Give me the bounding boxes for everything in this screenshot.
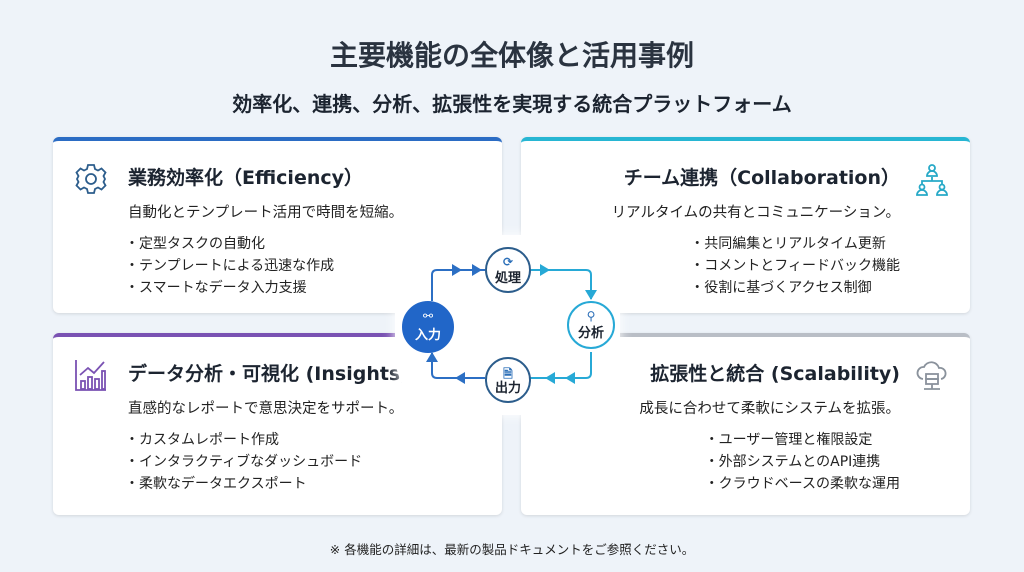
search-icon: ⚲ [586, 309, 596, 323]
document-icon: 🗎 [503, 367, 513, 381]
card-title: 業務効率化（Efficiency） [128, 167, 364, 189]
page-subtitle: 効率化、連携、分析、拡張性を実現する統合プラットフォーム [232, 92, 792, 116]
bullet-item: ・定型タスクの自動化 [125, 236, 265, 252]
chart-icon [75, 360, 106, 391]
card-title: データ分析・可視化 (Insights) [128, 363, 409, 385]
team-icon [916, 164, 948, 196]
bullet-item: ・外部システムとのAPI連携 [704, 454, 881, 470]
card-description: 直感的なレポートで意思決定をサポート。 [128, 401, 404, 417]
cycle-node-output: 🗎 出力 [485, 357, 531, 403]
card-bullets: ・ユーザー管理と権限設定 ・外部システムとのAPI連携 ・クラウドベースの柔軟な… [705, 429, 900, 495]
page-title: 主要機能の全体像と活用事例 [329, 39, 694, 72]
card-bullets: ・定型タスクの自動化 ・テンプレートによる迅速な作成 ・スマートなデータ入力支援 [125, 233, 334, 299]
bullet-item: ・役割に基づくアクセス制御 [690, 280, 872, 296]
cycle-node-input: ⚯ 入力 [402, 301, 454, 353]
card-bullets: ・共同編集とリアルタイム更新 ・コメントとフィードバック機能 ・役割に基づくアク… [690, 233, 900, 299]
bullet-item: ・共同編集とリアルタイム更新 [690, 236, 886, 252]
gear-icon [75, 164, 107, 194]
bullet-item: ・ユーザー管理と権限設定 [704, 432, 873, 448]
cloud-server-icon [916, 361, 947, 390]
bullet-item: ・テンプレートによる迅速な作成 [125, 258, 335, 274]
bullet-item: ・スマートなデータ入力支援 [125, 280, 307, 296]
bullet-item: ・コメントとフィードバック機能 [690, 258, 900, 274]
cycle-node-process: ⟳ 処理 [485, 247, 531, 293]
bullet-item: ・カスタムレポート作成 [125, 432, 279, 448]
card-title: 拡張性と統合 (Scalability) [650, 363, 900, 385]
card-title: チーム連携（Collaboration） [623, 167, 900, 189]
card-description: リアルタイムの共有とコミュニケーション。 [611, 205, 900, 221]
flow-icon: ⚯ [422, 309, 434, 323]
bullet-item: ・クラウドベースの柔軟な運用 [704, 476, 900, 492]
card-collaboration: チーム連携（Collaboration） リアルタイムの共有とコミュニケーション… [521, 137, 970, 313]
refresh-icon: ⟳ [502, 255, 514, 269]
bullet-item: ・柔軟なデータエクスポート [125, 476, 307, 492]
card-description: 自動化とテンプレート活用で時間を短縮。 [128, 205, 404, 221]
card-bullets: ・カスタムレポート作成 ・インタラクティブなダッシュボード ・柔軟なデータエクス… [125, 429, 362, 495]
bullet-item: ・インタラクティブなダッシュボード [125, 454, 363, 470]
footer-note: ※ 各機能の詳細は、最新の製品ドキュメントをご参照ください。 [329, 542, 695, 557]
card-description: 成長に合わせて柔軟にシステムを拡張。 [639, 401, 900, 417]
cycle-node-analyze: ⚲ 分析 [567, 301, 615, 349]
